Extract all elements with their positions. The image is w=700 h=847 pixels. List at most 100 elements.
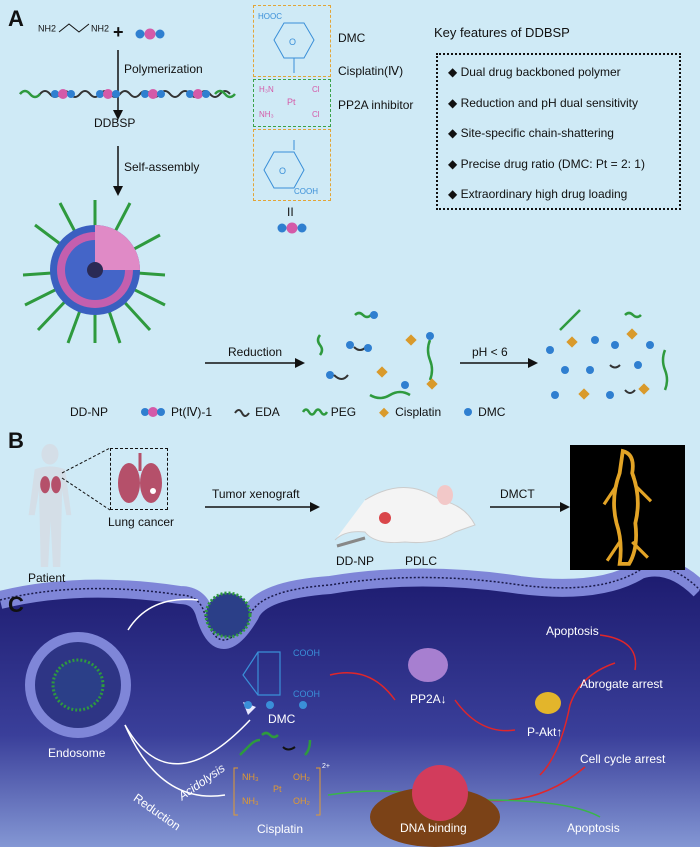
eda-nh2-left: NH2 bbox=[38, 23, 57, 34]
reduction-products-cluster bbox=[316, 311, 438, 400]
cis-nh3-b: NH₃ bbox=[242, 796, 259, 806]
pp2a-ring-icon: O bbox=[263, 140, 305, 189]
pp2a-inhibitor-label: PP2A inhibitor bbox=[338, 98, 414, 112]
cis-h3n: H₃N bbox=[259, 85, 274, 94]
cooh-bottom: COOH bbox=[293, 689, 320, 699]
key-feature-item: ◆ Precise drug ratio (DMC: Pt = 2: 1) bbox=[448, 157, 645, 171]
cis-nh3: NH₃ bbox=[259, 110, 274, 119]
pp2a-label: PP2A↓ bbox=[410, 692, 447, 706]
cis-charge: 2+ bbox=[322, 763, 330, 770]
peg-wave-icon bbox=[301, 407, 328, 417]
pdlc-label: PDLC bbox=[405, 554, 438, 568]
arrow-dna-to-apoptosis bbox=[484, 799, 601, 818]
cis-cl2: Cl bbox=[312, 110, 320, 119]
eda-squiggle-icon bbox=[234, 407, 250, 417]
key-feature-text: Dual drug backboned polymer bbox=[460, 65, 621, 79]
legend-item: DMC bbox=[463, 405, 505, 419]
arrow-pp2a-to-pakt bbox=[454, 699, 516, 732]
cisplatin-c-label: Cisplatin bbox=[257, 822, 304, 836]
polymerization-label: Polymerization bbox=[124, 62, 203, 76]
ph-label: pH < 6 bbox=[472, 345, 508, 359]
lung-cancer-label: Lung cancer bbox=[108, 515, 175, 529]
dmc-c-label: DMC bbox=[268, 712, 296, 726]
cisplatin-bracket bbox=[233, 767, 321, 816]
mouse-skeleton-ct bbox=[602, 448, 653, 566]
dd-np-injection-label: DD-NP bbox=[336, 554, 374, 568]
arrow-acidolysis bbox=[124, 719, 251, 765]
equals-sign: II bbox=[287, 205, 294, 219]
dd-np-label: DD-NP bbox=[70, 405, 108, 419]
key-feature-text: Site-specific chain-shattering bbox=[460, 126, 614, 140]
legend-label: DMC bbox=[478, 405, 506, 419]
ddbsp-polymer-chain bbox=[19, 89, 236, 99]
arrow-abrogate-to-apoptosis bbox=[599, 634, 637, 671]
arrow-arrest-to-abrogate bbox=[539, 662, 616, 776]
cis-cl1: Cl bbox=[312, 85, 320, 94]
diamond-bullet-icon: ◆ bbox=[448, 95, 461, 110]
panel-label-c: C bbox=[8, 592, 24, 617]
cis-pt-c: Pt bbox=[273, 784, 282, 794]
legend: Pt(Ⅳ)-1 EDA PEG Cisplatin DMC bbox=[140, 405, 505, 419]
cell-cycle-arrest-label: Cell cycle arrest bbox=[580, 752, 666, 766]
dmct-label: DMCT bbox=[500, 487, 535, 501]
pt-dimer-icon bbox=[135, 28, 165, 40]
lungs-icon bbox=[118, 453, 162, 503]
key-feature-item: ◆ Site-specific chain-shattering bbox=[448, 126, 614, 140]
cisplatin-iv-label: Cisplatin(Ⅳ) bbox=[338, 64, 404, 78]
apoptosis-top-label: Apoptosis bbox=[546, 624, 599, 638]
pt-dimer-icon bbox=[277, 222, 307, 234]
pt-dimer-icon bbox=[140, 407, 166, 417]
internalizing-nanoparticle bbox=[204, 591, 252, 639]
apoptosis-bottom-label: Apoptosis bbox=[567, 821, 620, 835]
pp2a-protein bbox=[408, 648, 448, 682]
lung-zoom-box bbox=[110, 448, 168, 510]
dmc-structure-icon bbox=[242, 651, 281, 696]
arrow-dmc-to-pp2a bbox=[329, 672, 396, 701]
svg-text:O: O bbox=[289, 37, 296, 47]
syringe-icon bbox=[336, 536, 366, 548]
arrow-down-polymerization bbox=[113, 50, 123, 120]
ct-scan-image bbox=[570, 445, 685, 570]
cisplatin-icon bbox=[378, 406, 390, 418]
dmc-structure-box: HOOC O bbox=[253, 5, 331, 77]
eda-bond-icon bbox=[58, 23, 89, 33]
cis-oh2-b: OH₂ bbox=[293, 796, 310, 806]
pakt-protein bbox=[535, 692, 561, 714]
legend-label: EDA bbox=[255, 405, 280, 419]
dmc-label: DMC bbox=[338, 31, 366, 45]
diamond-bullet-icon: ◆ bbox=[448, 187, 461, 201]
pp2a-inhibitor-structure-box: O COOH bbox=[253, 129, 331, 201]
cis-pt: Pt bbox=[287, 97, 296, 107]
endosome-label: Endosome bbox=[48, 746, 106, 760]
cisplatin-iv-structure-box: H₃N NH₃ Pt Cl Cl bbox=[253, 79, 331, 127]
legend-label: Pt(Ⅳ)-1 bbox=[171, 405, 213, 419]
acidolysis-products-cluster bbox=[546, 309, 669, 400]
cell-background bbox=[0, 558, 700, 847]
key-feature-text: Extraordinary high drug loading bbox=[460, 187, 628, 201]
cis-nh3-a: NH₃ bbox=[242, 772, 259, 782]
plus-sign: + bbox=[113, 22, 124, 42]
cooh-top: COOH bbox=[293, 648, 320, 658]
key-feature-item: ◆ Extraordinary high drug loading bbox=[448, 187, 627, 201]
pakt-label: P-Akt↑ bbox=[527, 725, 563, 739]
legend-item: Cisplatin bbox=[378, 405, 441, 419]
dmc-hooc: HOOC bbox=[258, 12, 282, 21]
arrow-right-xenograft bbox=[205, 502, 320, 512]
human-body-figure bbox=[28, 443, 72, 567]
diamond-bullet-icon: ◆ bbox=[448, 156, 461, 171]
dna-binding-label: DNA binding bbox=[400, 821, 467, 835]
legend-label: PEG bbox=[330, 405, 357, 419]
zoom-callout-lines bbox=[61, 447, 111, 511]
legend-item: EDA bbox=[234, 405, 280, 419]
cis-oh2-a: OH₂ bbox=[293, 772, 310, 782]
diamond-bullet-icon: ◆ bbox=[448, 126, 461, 140]
legend-label: Cisplatin bbox=[395, 405, 442, 419]
panel-label-a: A bbox=[8, 6, 24, 31]
key-feature-item: ◆ Reduction and pH dual sensitivity bbox=[448, 96, 638, 110]
arrow-reduction bbox=[124, 724, 226, 797]
panel-label-b: B bbox=[8, 428, 24, 453]
dd-np-nanoparticle bbox=[22, 200, 166, 344]
arrow-to-endosome bbox=[127, 598, 199, 631]
abrogate-arrest-label: Abrogate arrest bbox=[580, 677, 663, 691]
legend-item: Pt(Ⅳ)-1 bbox=[140, 405, 212, 419]
